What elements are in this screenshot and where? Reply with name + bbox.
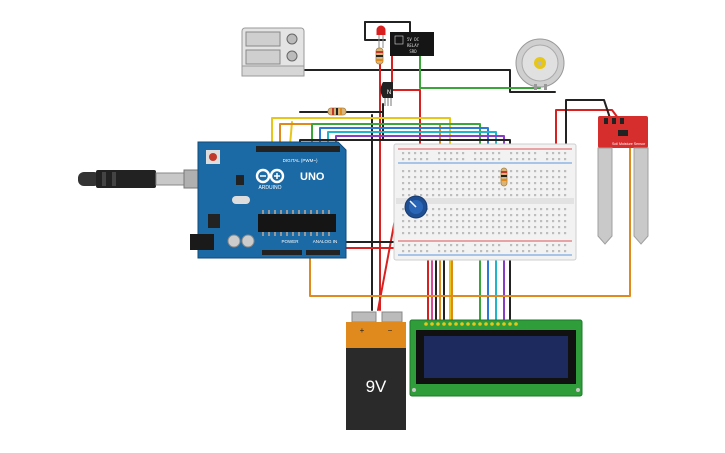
lcd-pin[interactable] (496, 322, 500, 326)
battery-minus-label: − (388, 326, 393, 335)
power-header-label: POWER (281, 239, 299, 244)
arduino-uno[interactable]: DIGITAL (PWM~) UNO ARDUINO (190, 141, 347, 259)
wire-resistor (289, 121, 293, 146)
lcd-pin[interactable] (430, 322, 434, 326)
arduino-model-label: UNO (300, 171, 325, 183)
atmega-chip (258, 214, 336, 232)
soil-moisture-sensor[interactable]: Soil Moisture Sensor (597, 116, 649, 245)
analog-header[interactable] (306, 250, 340, 255)
relay-label-2: RELAY (407, 43, 420, 48)
lcd-pins (424, 322, 518, 326)
wire-relay-red-2 (391, 54, 421, 151)
lcd-pin[interactable] (460, 322, 464, 326)
lcd-pin[interactable] (514, 322, 518, 326)
lcd-pin[interactable] (472, 322, 476, 326)
dc-motor[interactable] (515, 38, 565, 90)
relay-label-3: SRD (409, 49, 417, 54)
power-supply[interactable] (241, 27, 305, 77)
lcd-pin[interactable] (424, 322, 428, 326)
lcd-pin[interactable] (508, 322, 512, 326)
battery-9v[interactable]: + − 9V (346, 311, 406, 430)
analog-header-label: ANALOG IN (313, 239, 338, 244)
lcd-pin[interactable] (478, 322, 482, 326)
sensor-prong-right (633, 147, 649, 245)
arduino-logo (255, 168, 285, 184)
wire-relay-top (364, 21, 411, 37)
wire-power-supply-black (303, 69, 556, 93)
lcd-pin[interactable] (484, 322, 488, 326)
wire-relay-led (364, 21, 386, 41)
digital-header-label: DIGITAL (PWM~) (283, 158, 318, 163)
wire-sensor-orange (309, 129, 631, 297)
led[interactable] (376, 25, 386, 49)
lcd-16x2[interactable] (409, 319, 583, 397)
relay[interactable]: 5V DC RELAY SRD (390, 32, 434, 56)
wire-sensor-black (565, 99, 611, 151)
lcd-screen (424, 336, 568, 378)
lcd-pin[interactable] (442, 322, 446, 326)
battery-voltage-label: 9V (366, 377, 387, 396)
potentiometer[interactable] (404, 195, 428, 219)
lcd-pin[interactable] (448, 322, 452, 326)
lcd-pin[interactable] (502, 322, 506, 326)
breadboard[interactable] (393, 143, 577, 261)
sensor-prong-left (597, 147, 613, 245)
lcd-pin[interactable] (454, 322, 458, 326)
lcd-pin[interactable] (466, 322, 470, 326)
led-resistor[interactable] (375, 47, 384, 65)
wire-sensor-red (555, 109, 619, 151)
relay-label-1: 5V DC (407, 37, 420, 42)
power-header[interactable] (262, 250, 302, 255)
breadboard-resistor[interactable] (500, 167, 508, 187)
transistor-label: N (387, 90, 391, 96)
arduino-brand-label: ARDUINO (258, 185, 281, 191)
breadboard-holes (402, 152, 567, 253)
sensor-label: Soil Moisture Sensor (612, 142, 646, 146)
lcd-pin[interactable] (436, 322, 440, 326)
lcd-pin[interactable] (490, 322, 494, 326)
transistor[interactable]: N (380, 82, 394, 106)
battery-plus-label: + (360, 326, 365, 335)
base-resistor[interactable] (327, 107, 347, 116)
digital-header[interactable] (256, 146, 340, 152)
